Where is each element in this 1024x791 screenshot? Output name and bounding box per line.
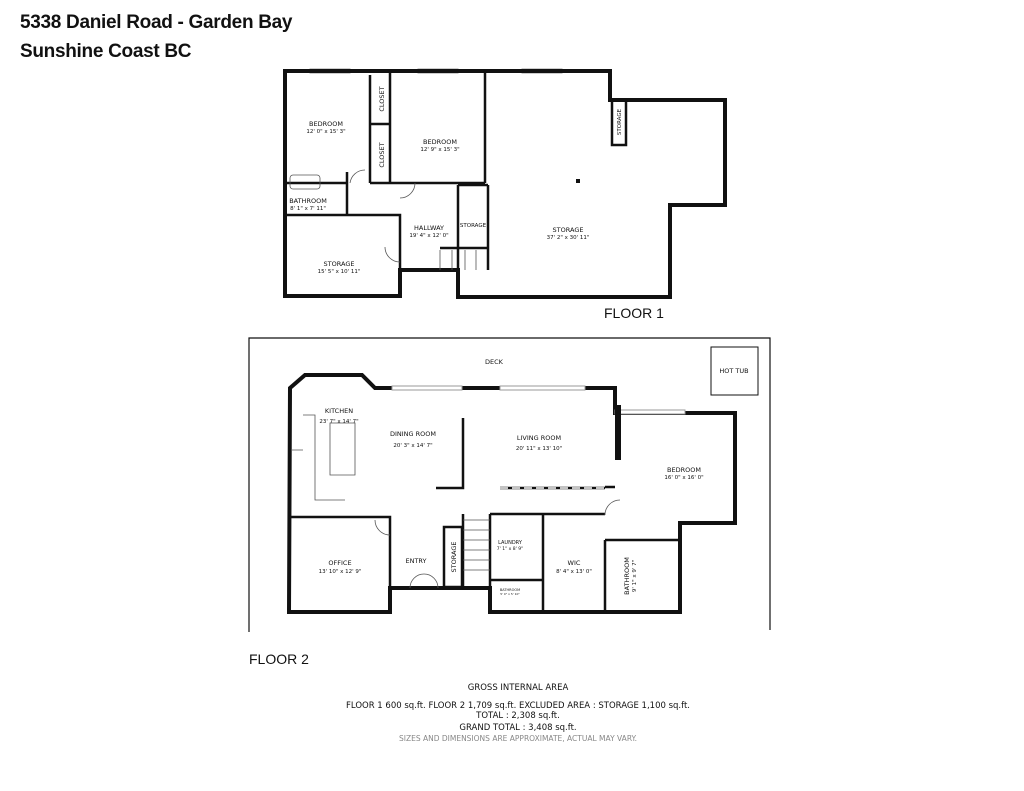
room-name: OFFICE: [328, 559, 351, 567]
room-dims: 19' 4" x 12' 0": [409, 233, 448, 239]
room-dims: 7' 1" x 8' 9": [497, 546, 523, 552]
room-name: BATHROOM: [623, 557, 631, 595]
room-dims: 20' 11" x 13' 10": [516, 446, 562, 452]
room-name: BEDROOM: [667, 466, 701, 474]
hot-tub-label: HOT TUB: [719, 367, 748, 375]
floor-1-label: FLOOR 1: [604, 305, 664, 321]
room-name: BEDROOM: [309, 120, 343, 128]
floor-2-label: FLOOR 2: [249, 651, 309, 667]
room-dims: 23' 7" x 14' 7": [319, 419, 358, 425]
room-dims: 8' 1" x 7' 11": [290, 206, 326, 212]
room-name: HALLWAY: [414, 224, 444, 232]
room-name: KITCHEN: [325, 407, 353, 415]
room-name: DINING ROOM: [390, 430, 436, 438]
room-name: BATHROOM: [500, 588, 520, 592]
area-breakdown: FLOOR 1 600 sq.ft. FLOOR 2 1,709 sq.ft. …: [346, 701, 690, 711]
room-name: BEDROOM: [423, 138, 457, 146]
area-heading: GROSS INTERNAL AREA: [467, 683, 569, 693]
room-name: STORAGE: [324, 260, 355, 268]
room-name: STORAGE: [553, 226, 584, 234]
storage-label: STORAGE: [460, 223, 487, 229]
storage-label: STORAGE: [450, 542, 458, 573]
room-dims: 37' 2" x 30' 11": [547, 235, 590, 241]
area-disclaimer: SIZES AND DIMENSIONS ARE APPROXIMATE, AC…: [398, 734, 637, 743]
area-total: TOTAL : 2,308 sq.ft.: [476, 711, 560, 721]
room-dims: 9' 1" x 9' 7": [632, 560, 638, 592]
room-dims: 15' 5" x 10' 11": [318, 269, 361, 275]
room-dims: 5' 0" x 5' 10": [500, 592, 520, 596]
entry-label: ENTRY: [405, 557, 426, 565]
room-name: LAUNDRY: [498, 540, 523, 546]
room-name: BATHROOM: [289, 197, 327, 205]
storage-label: STORAGE: [617, 108, 623, 135]
room-dims: 20' 3" x 14' 7": [393, 443, 432, 449]
room-name: LIVING ROOM: [517, 434, 561, 442]
closet-label: CLOSET: [378, 142, 386, 167]
room-dims: 13' 10" x 12' 9": [319, 569, 362, 575]
closet-label: CLOSET: [378, 86, 386, 111]
room-dims: 12' 0" x 15' 3": [306, 129, 345, 135]
room-name: WIC: [568, 559, 581, 567]
floor-1-plan: BEDROOM 12' 0" x 15' 3" BEDROOM 12' 9" x…: [283, 68, 727, 299]
property-address: 5338 Daniel Road - Garden Bay: [20, 12, 293, 33]
deck-label: DECK: [485, 358, 504, 366]
hot-tub: [710, 346, 759, 396]
property-region: Sunshine Coast BC: [20, 41, 192, 62]
floor-2-plan: HOT TUB DECK KITCHEN 23' 7" x 14' 7" DIN…: [248, 337, 771, 632]
room-dims: 12' 9" x 15' 3": [420, 147, 459, 153]
room-dims: 8' 4" x 13' 0": [556, 569, 592, 575]
room-dims: 16' 0" x 16' 0": [664, 475, 703, 481]
area-grand-total: GRAND TOTAL : 3,408 sq.ft.: [459, 723, 577, 733]
